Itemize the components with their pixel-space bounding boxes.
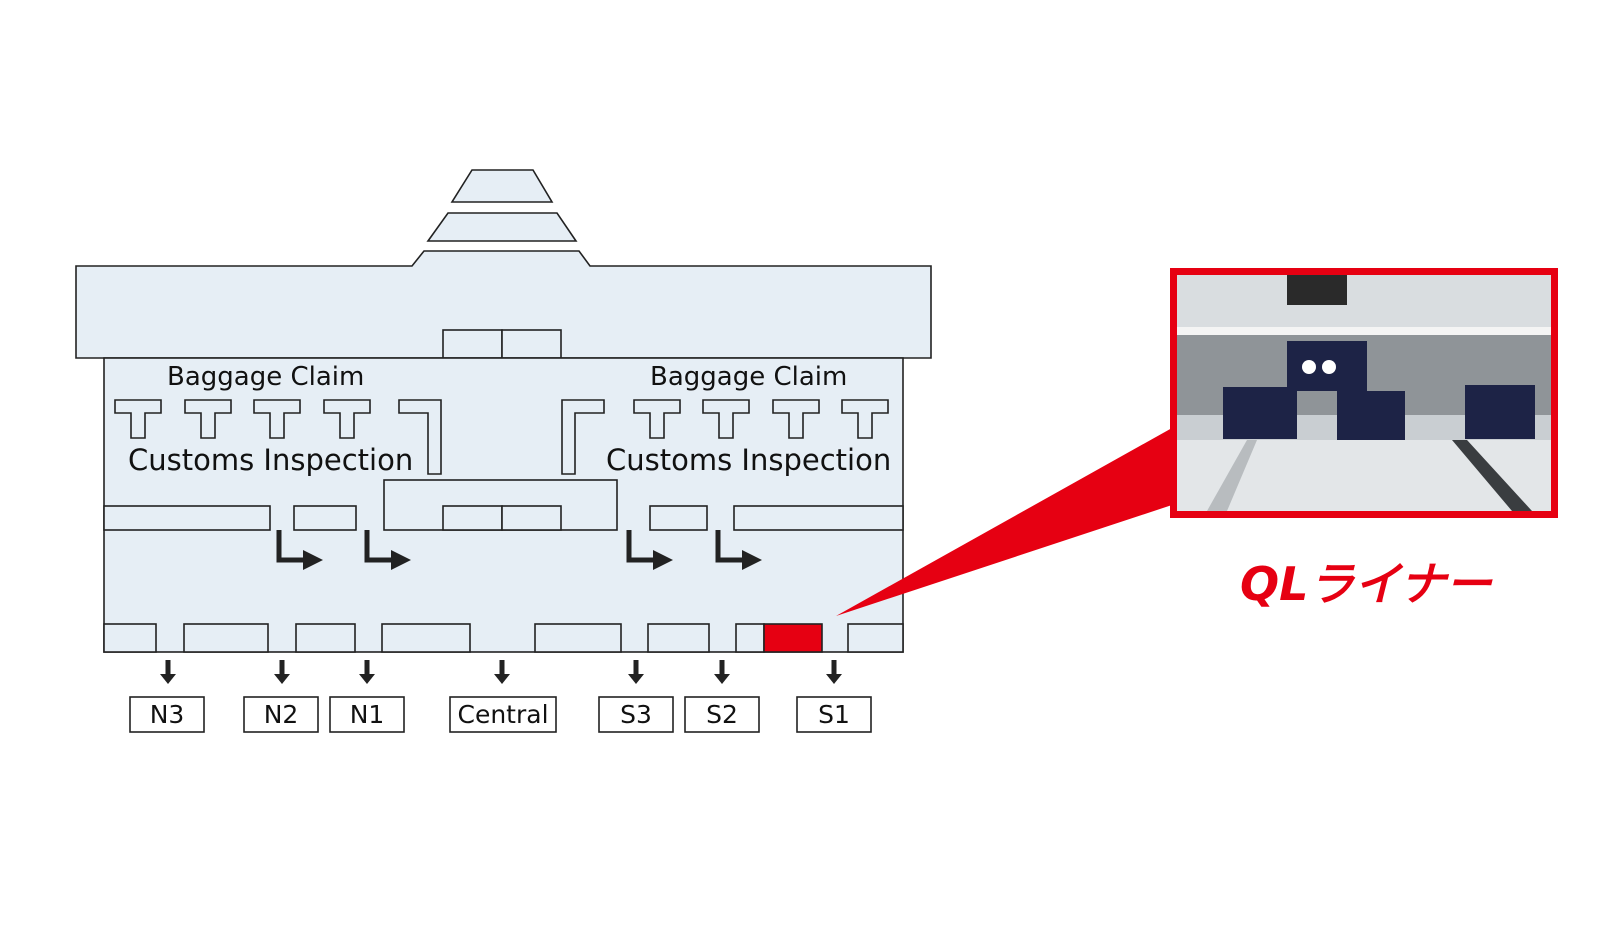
photo-emblem-1	[1302, 360, 1316, 374]
carousel-r1	[561, 399, 605, 475]
exit-arrow-icon	[628, 674, 644, 684]
ql-liner-logo: QLライナー	[1240, 557, 1493, 611]
exit-s2: S2	[684, 696, 760, 733]
counter-3	[295, 623, 356, 653]
exit-box	[129, 696, 205, 733]
baggage-claim-right-label: Baggage Claim	[650, 362, 847, 392]
flow-arrowheads	[303, 550, 762, 570]
exit-n1: N1	[329, 696, 405, 733]
callout-pointer	[836, 428, 1172, 616]
photo-floor	[1177, 440, 1551, 511]
photo-emblem-2	[1322, 360, 1336, 374]
central-room-1	[442, 505, 503, 531]
customs-left-label: Customs Inspection	[128, 443, 413, 477]
exit-arrow-icon	[826, 674, 842, 684]
carousel-r3	[702, 399, 750, 439]
exit-box	[598, 696, 674, 733]
exit-n3: N3	[129, 696, 205, 733]
ql-liner-logo-text: QLライナー	[1240, 557, 1493, 611]
exit-label: N1	[350, 700, 385, 729]
carousel-l3	[253, 399, 301, 439]
corridor-wall-r2	[733, 505, 904, 531]
exit-box	[243, 696, 319, 733]
carousel-r2	[633, 399, 681, 439]
exit-label: N3	[150, 700, 185, 729]
counter-8	[847, 623, 904, 653]
baggage-carousels-right	[561, 399, 889, 475]
counter-2	[183, 623, 269, 653]
exit-arrow-icon	[359, 674, 375, 684]
exit-n2: N2	[243, 696, 319, 733]
roof-middle-tier	[426, 212, 578, 242]
carousel-l5	[398, 399, 442, 475]
exit-arrow-icon	[274, 674, 290, 684]
exit-label: S3	[620, 700, 652, 729]
counter-5	[534, 623, 622, 653]
carousel-r5	[841, 399, 889, 439]
flow-arrowhead-1	[303, 550, 323, 570]
photo-header-board	[1177, 327, 1551, 335]
central-room-2	[501, 505, 562, 531]
exit-s1: S1	[796, 696, 872, 733]
exit-label: Central	[457, 700, 548, 729]
flow-arrowhead-3	[653, 550, 673, 570]
upper-room-2	[501, 329, 562, 359]
baggage-carousels-left	[114, 399, 442, 475]
exit-box	[329, 696, 405, 733]
photo-ceiling-sign	[1287, 275, 1347, 305]
photo-desk-left	[1223, 387, 1297, 439]
exit-box	[449, 696, 557, 733]
customs-right-label: Customs Inspection	[606, 443, 891, 477]
carousel-l2	[184, 399, 232, 439]
ql-liner-counter-highlight	[763, 623, 823, 653]
photo-ceiling	[1177, 275, 1551, 327]
corridor-wall-r1	[649, 505, 708, 531]
flow-arrow-3	[626, 530, 655, 563]
exit-arrow-icon	[494, 674, 510, 684]
counter-photo-scene	[1177, 275, 1551, 511]
carousel-r4	[772, 399, 820, 439]
flow-arrow-4	[715, 530, 744, 563]
flow-arrowhead-2	[391, 550, 411, 570]
exit-labels: N3 N2 N1 Central S3 S2 S1	[129, 696, 872, 733]
exit-arrows	[160, 660, 842, 684]
counter-7	[735, 623, 765, 653]
exit-arrow-icon	[160, 674, 176, 684]
flow-arrow-2	[364, 530, 393, 563]
counter-1	[103, 623, 157, 653]
exit-box	[796, 696, 872, 733]
counter-6	[647, 623, 710, 653]
carousel-l1	[114, 399, 162, 439]
exit-central: Central	[449, 696, 557, 733]
counter-4	[381, 623, 471, 653]
exit-label: N2	[264, 700, 299, 729]
exit-box	[684, 696, 760, 733]
roof-top-tier	[450, 169, 554, 203]
exit-label: S2	[706, 700, 738, 729]
photo-floor-stripe-left	[1207, 440, 1257, 511]
photo-floor-stripe-right	[1452, 440, 1532, 511]
exit-arrow-icon	[714, 674, 730, 684]
exit-label: S1	[818, 700, 850, 729]
flow-arrow-1	[276, 530, 305, 563]
carousel-l4	[323, 399, 371, 439]
photo-desk-right	[1465, 385, 1535, 439]
corridor-wall-l1	[103, 505, 271, 531]
flow-arrows	[276, 530, 744, 563]
exit-s3: S3	[598, 696, 674, 733]
baggage-claim-left-label: Baggage Claim	[167, 362, 364, 392]
upper-room-1	[442, 329, 503, 359]
flow-arrowhead-4	[742, 550, 762, 570]
counter-photo	[1170, 268, 1558, 518]
corridor-wall-l2	[293, 505, 357, 531]
